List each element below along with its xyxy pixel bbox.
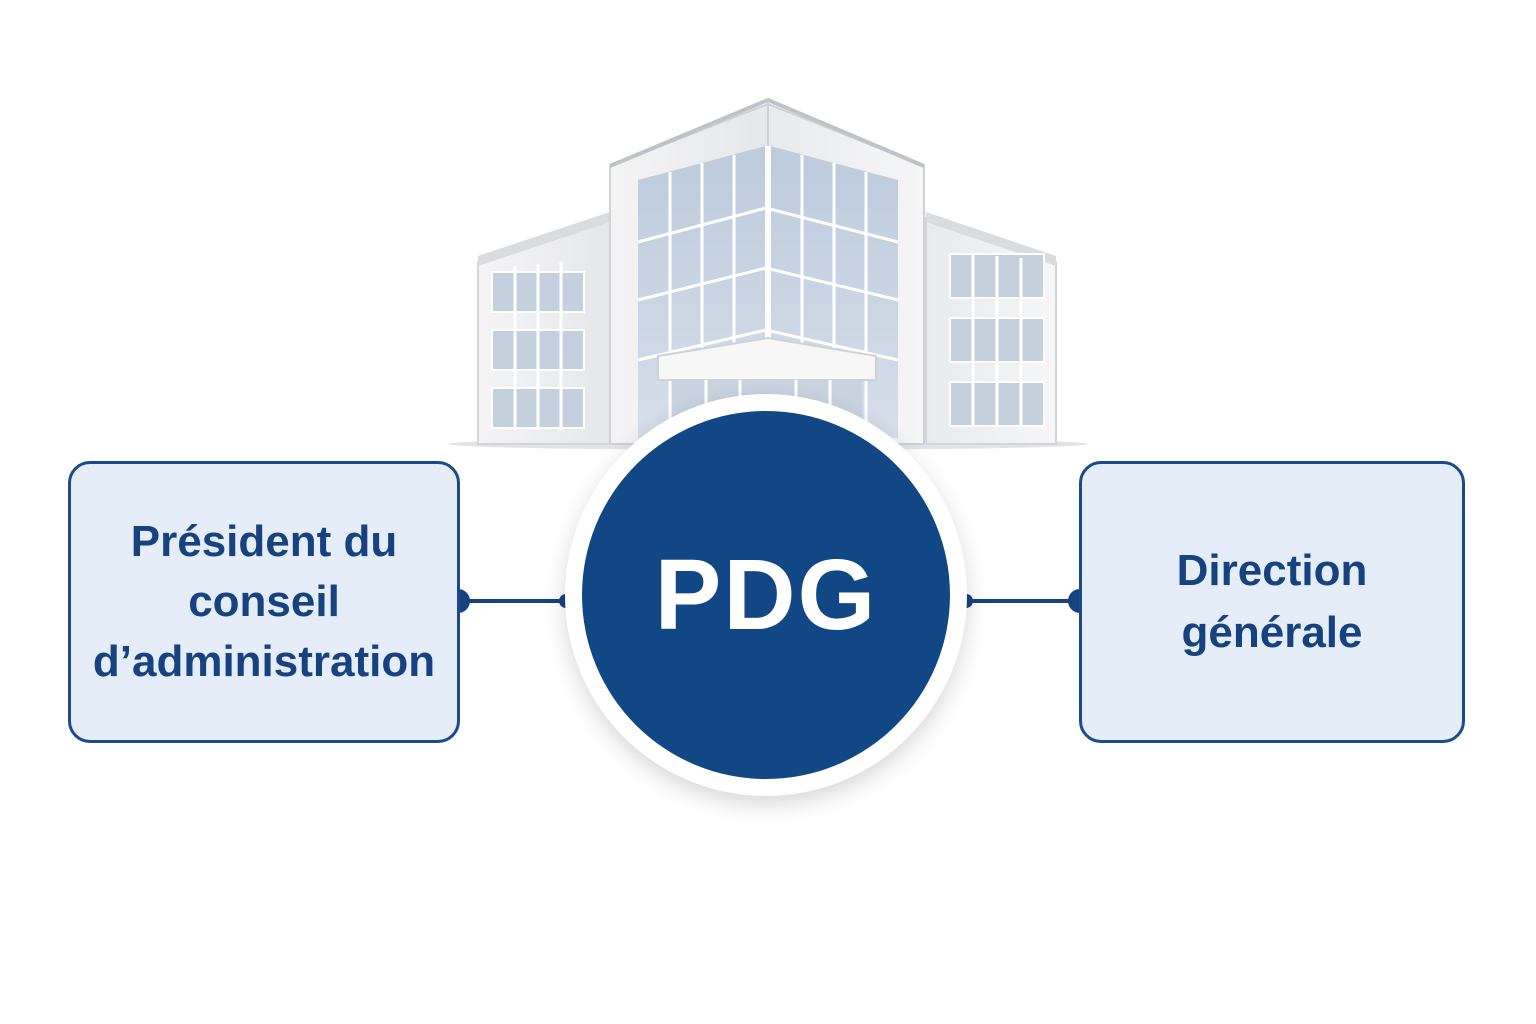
left-box-line-3: d’administration xyxy=(92,637,436,686)
center-circle: PDG xyxy=(582,411,950,779)
right-box-line-2: générale xyxy=(1181,608,1363,657)
left-box-line-2: conseil xyxy=(188,577,340,626)
right-box-direction: Direction générale xyxy=(1079,461,1465,743)
center-hub: PDG xyxy=(565,394,967,796)
left-box-line-1: Président du xyxy=(130,517,398,566)
center-label: PDG xyxy=(654,538,878,651)
office-building-icon xyxy=(448,97,1088,450)
right-box-line-1: Direction xyxy=(1176,546,1368,595)
left-box-president: Président du conseil d’administration xyxy=(68,461,460,743)
